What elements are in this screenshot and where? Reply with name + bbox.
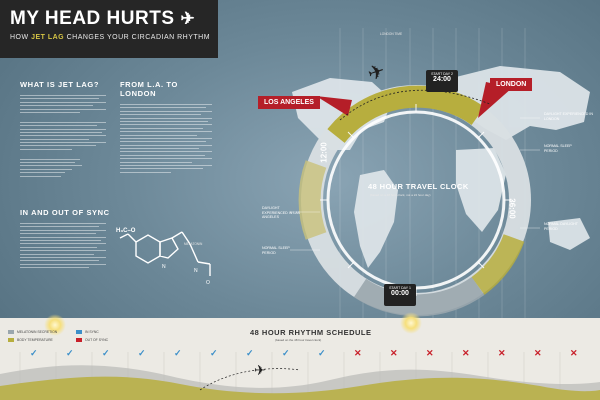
sun-icon [44, 314, 66, 336]
subtitle-post: CHANGES YOUR CIRCADIAN RHYTHM [66, 34, 211, 41]
legend-label: IN SYNC [85, 330, 99, 334]
hour-12: 12:00 [319, 142, 329, 163]
out-of-sync-x-icon: ✕ [570, 348, 578, 358]
in-sync-check-icon: ✓ [210, 348, 218, 358]
svg-text:N: N [194, 268, 198, 274]
melatonin-molecule-diagram: H₃C–O N N O [116, 228, 211, 286]
normal-daylight-label: NORMAL DAYLIGHT PERIOD [544, 222, 578, 231]
in-sync-check-icon: ✓ [102, 348, 110, 358]
melatonin-label: MELATONIN [184, 242, 203, 246]
in-sync-check-icon: ✓ [246, 348, 254, 358]
normal-sleep-left-label: NORMAL SLEEP PERIOD [262, 246, 290, 255]
out-of-sync-x-icon: ✕ [390, 348, 398, 358]
clock-subtitle: (based on a 48 hour clock, not a 24 hour… [370, 193, 431, 197]
time-00: 00:00 [391, 290, 409, 297]
clock-title: 48 HOUR TRAVEL CLOCK [368, 182, 469, 191]
daylight-london-label: DAYLIGHT EXPERIENCED IN LONDON [544, 112, 593, 121]
page-subtitle: HOW JET LAG CHANGES YOUR CIRCADIAN RHYTH… [10, 34, 210, 41]
out-of-sync-x-icon: ✕ [354, 348, 362, 358]
out-of-sync-x-icon: ✕ [462, 348, 470, 358]
subtitle-pre: HOW [10, 34, 29, 41]
time-24: 24:00 [433, 76, 451, 83]
rhythm-waves [0, 352, 600, 400]
section-in-and-out-of-sync: IN AND OUT OF SYNC H₃C–O N N O MELATONIN [20, 208, 220, 286]
airplane-icon: ✈ [254, 362, 266, 378]
svg-text:O: O [206, 280, 210, 286]
subtitle-accent: JET LAG [31, 34, 65, 41]
legend-out-sync: OUT OF SYNC [76, 338, 108, 342]
schedule-subtitle: (based on the 48 hour travel clock) [275, 338, 322, 342]
legend-label: BODY TEMPERATURE [17, 338, 53, 342]
in-sync-check-icon: ✓ [318, 348, 326, 358]
normal-sleep-right-label: NORMAL SLEEP PERIOD [544, 144, 572, 153]
legend-body-temp: BODY TEMPERATURE [8, 338, 53, 342]
legend-swatch [76, 338, 82, 342]
section-la-to-london: FROM L.A. TO LONDON [120, 80, 212, 175]
out-of-sync-x-icon: ✕ [498, 348, 506, 358]
london-label: LONDON [490, 78, 533, 91]
in-sync-check-icon: ✓ [138, 348, 146, 358]
sun-icon [400, 312, 422, 334]
section-heading: IN AND OUT OF SYNC [20, 208, 110, 217]
body-text [120, 104, 212, 173]
body-text [20, 95, 106, 177]
legend-swatch [76, 330, 82, 334]
body-text [20, 223, 106, 269]
legend-swatch [8, 338, 14, 342]
in-sync-check-icon: ✓ [66, 348, 74, 358]
svg-text:N: N [162, 264, 166, 270]
legend-label: MELATONIN SECRETION [17, 330, 58, 334]
title-banner: MY HEAD HURTS ✈ HOW JET LAG CHANGES YOUR … [0, 0, 218, 58]
legend-swatch [8, 330, 14, 334]
start-day-2-text: START DAY 2 [431, 72, 453, 76]
section-heading: WHAT IS JET LAG? [20, 80, 100, 89]
out-of-sync-x-icon: ✕ [426, 348, 434, 358]
los-angeles-label: LOS ANGELES [258, 96, 320, 109]
in-sync-check-icon: ✓ [282, 348, 290, 358]
section-what-is-jet-lag: WHAT IS JET LAG? [20, 80, 106, 179]
svg-text:H₃C–O: H₃C–O [116, 228, 136, 234]
london-time-label: LONDON TIME [380, 32, 403, 36]
start-day-2-tag: START DAY 2 24:00 [426, 70, 458, 92]
in-sync-check-icon: ✓ [174, 348, 182, 358]
start-day-1-text: START DAY 1 [389, 286, 411, 290]
schedule-title: 48 HOUR RHYTHM SCHEDULE [250, 328, 372, 337]
out-of-sync-x-icon: ✕ [534, 348, 542, 358]
legend-label: OUT OF SYNC [85, 338, 109, 342]
airplane-icon: ✈ [180, 9, 196, 28]
rhythm-schedule: 48 HOUR RHYTHM SCHEDULE (based on the 48… [0, 312, 600, 400]
section-heading: FROM L.A. TO LONDON [120, 80, 178, 98]
hour-36: 36:00 [507, 198, 517, 219]
daylight-la-label: DAYLIGHT EXPERIENCED IN LAS ANGELES [262, 206, 301, 220]
legend-in-sync: IN SYNC [76, 330, 99, 334]
legend-melatonin: MELATONIN SECRETION [8, 330, 57, 334]
page-title: MY HEAD HURTS ✈ [10, 8, 195, 30]
start-day-1-tag: START DAY 1 00:00 [384, 284, 416, 306]
title-text: MY HEAD HURTS [10, 8, 175, 29]
in-sync-check-icon: ✓ [30, 348, 38, 358]
